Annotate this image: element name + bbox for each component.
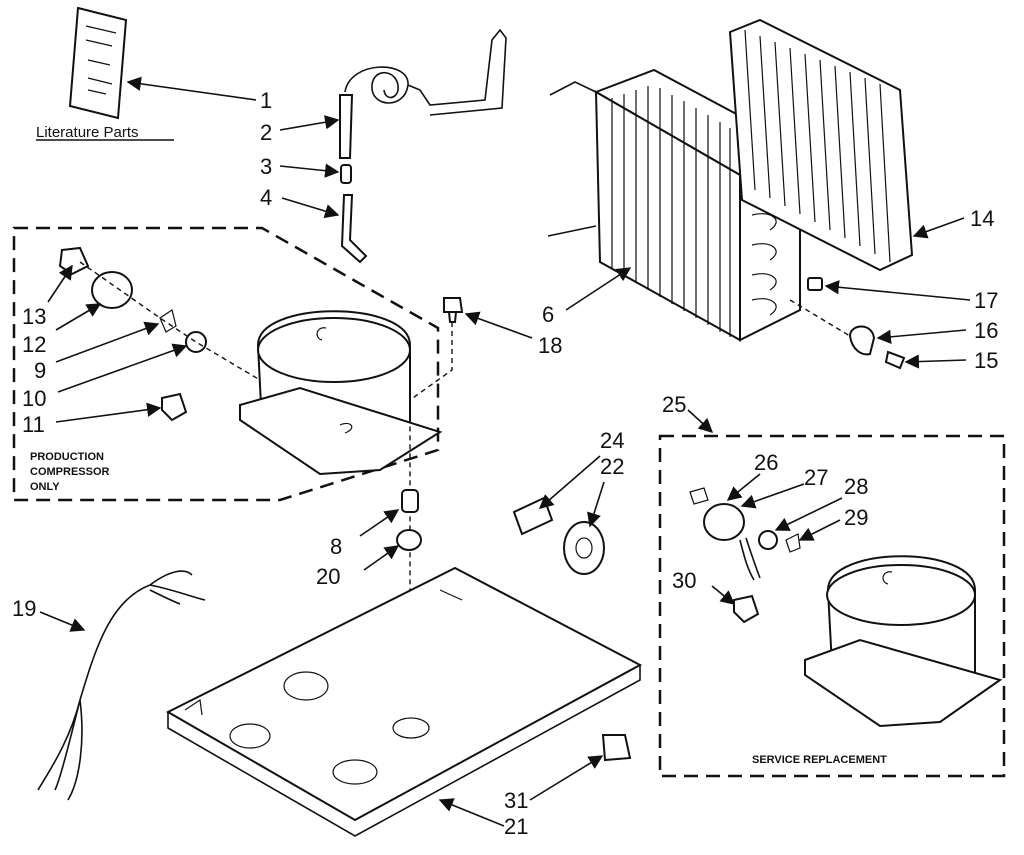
label-26: 26 bbox=[754, 450, 778, 475]
label-22: 22 bbox=[600, 454, 624, 479]
label-18: 18 bbox=[538, 333, 562, 358]
label-29: 29 bbox=[844, 505, 868, 530]
service-electrical-parts bbox=[689, 487, 801, 624]
fan-blade-and-wheel bbox=[512, 496, 605, 575]
service-replacement-box bbox=[658, 434, 1006, 778]
label-28: 28 bbox=[844, 474, 868, 499]
literature-parts-label: Literature Parts bbox=[36, 124, 139, 141]
label-25: 25 bbox=[662, 392, 686, 417]
label-21: 21 bbox=[504, 814, 528, 839]
bolt-18 bbox=[409, 297, 464, 700]
production-compressor bbox=[239, 310, 443, 476]
wire-harness bbox=[37, 570, 206, 801]
label-4: 4 bbox=[260, 185, 272, 210]
grommet-and-mount bbox=[396, 489, 422, 551]
label-24: 24 bbox=[600, 428, 624, 453]
label-27: 27 bbox=[804, 465, 828, 490]
service-compressor bbox=[804, 555, 1003, 728]
label-30: 30 bbox=[672, 568, 696, 593]
production-caption-line-1: PRODUCTION bbox=[30, 451, 104, 463]
production-caption-line-2: COMPRESSOR bbox=[30, 466, 110, 478]
label-8: 8 bbox=[330, 534, 342, 559]
label-14: 14 bbox=[970, 206, 994, 231]
label-13: 13 bbox=[22, 304, 46, 329]
label-17: 17 bbox=[974, 288, 998, 313]
label-12: 12 bbox=[22, 332, 46, 357]
production-compressor-electrical-parts bbox=[58, 246, 261, 422]
label-19: 19 bbox=[12, 596, 36, 621]
label-16: 16 bbox=[974, 318, 998, 343]
base-plate bbox=[165, 566, 643, 837]
label-31: 31 bbox=[504, 788, 528, 813]
label-9: 9 bbox=[34, 358, 46, 383]
condenser-clamp-parts bbox=[789, 277, 906, 370]
label-15: 15 bbox=[974, 348, 998, 373]
capillary-tube bbox=[339, 28, 507, 264]
label-1: 1 bbox=[260, 88, 272, 113]
production-compressor-box bbox=[12, 226, 440, 502]
label-20: 20 bbox=[316, 564, 340, 589]
service-replacement-caption: SERVICE REPLACEMENT bbox=[752, 754, 887, 766]
label-2: 2 bbox=[260, 120, 272, 145]
condenser-coil bbox=[728, 18, 914, 272]
literature-booklet bbox=[68, 6, 128, 120]
label-11: 11 bbox=[22, 412, 45, 437]
label-10: 10 bbox=[22, 386, 46, 411]
leveling-foot bbox=[601, 734, 632, 762]
leader-lines bbox=[39, 76, 971, 827]
label-3: 3 bbox=[260, 154, 272, 179]
label-6: 6 bbox=[542, 302, 554, 327]
callout-labels: 1 2 3 4 14 6 17 16 15 18 13 12 9 10 11 8… bbox=[12, 88, 998, 839]
production-caption-line-3: ONLY bbox=[30, 481, 60, 493]
